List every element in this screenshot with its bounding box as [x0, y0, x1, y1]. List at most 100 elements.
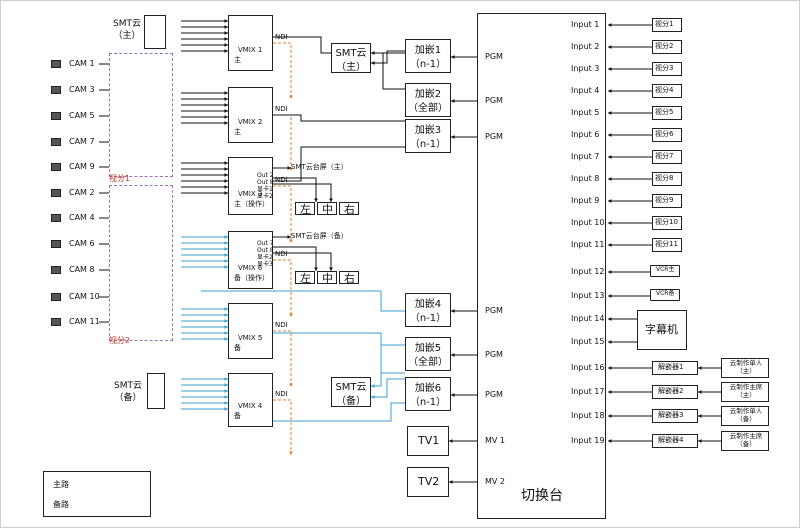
smt-cloud-backup-box [331, 377, 371, 407]
vmix-in-arrow [224, 161, 228, 165]
vmix-in-arrow [224, 115, 228, 119]
vmix-embed [201, 290, 405, 312]
screen-link-arrow [329, 198, 333, 202]
decoder-box [652, 434, 698, 448]
vmix-out-label: Out 7 [257, 240, 274, 247]
screen-box [339, 202, 359, 215]
cloud-source-box [721, 406, 769, 426]
input-source-label: 视分10 [655, 218, 678, 226]
tv-box [407, 467, 449, 497]
input-label: Input 5 [571, 108, 600, 117]
input-source-label: 视分2 [655, 42, 674, 50]
mv-port-label: MV 1 [485, 436, 506, 445]
vmix-box [228, 15, 273, 71]
camera-icon [51, 86, 61, 94]
input-arrow-arrow [608, 390, 612, 394]
group1-label: 视分1 [109, 174, 131, 183]
smt-cloud-top-label: SMT云（主） [113, 19, 141, 41]
screen-link [273, 252, 332, 271]
input-arrow-arrow [608, 199, 612, 203]
legend-backup-label: 备路 [53, 500, 69, 509]
group1-box [109, 53, 173, 177]
screen-title: SMT云台屏（主） [291, 163, 348, 171]
screen-box [339, 271, 359, 284]
input-label: Input 7 [571, 152, 600, 161]
camera-icon [51, 138, 61, 146]
screen-link [273, 246, 317, 271]
screen-link-arrow [329, 267, 333, 271]
screen-link-arrow [287, 166, 291, 170]
vmix-in-arrow [224, 241, 228, 245]
camera-icon [51, 214, 61, 222]
vmix-role: 主 [234, 56, 241, 64]
decoder-label: 解嵌器1 [658, 363, 684, 371]
pgm-port-label: PGM [485, 132, 503, 141]
camera-icon [51, 189, 61, 197]
vmix-out-label: 显卡2 [257, 254, 273, 261]
decoder-label: 解嵌器2 [658, 387, 684, 395]
embedder-label: 加嵌3（n-1） [409, 125, 447, 150]
mv-arrow-arrow [449, 439, 453, 443]
ndi-line-arrow [289, 383, 293, 387]
embedder-label: 加嵌4（n-1） [409, 299, 447, 324]
vmix-in-arrow [224, 185, 228, 189]
vmix-in-arrow [224, 337, 228, 341]
pgm-port-label: PGM [485, 96, 503, 105]
input-label: Input 1 [571, 20, 600, 29]
screen-label: 左 [300, 203, 311, 216]
input-label: Input 12 [571, 267, 605, 276]
input-arrow-arrow [608, 111, 612, 115]
input-arrow-arrow [608, 67, 612, 71]
vmix-in-arrow [224, 25, 228, 29]
screen-box [295, 271, 315, 284]
legend-main-label: 主路 [53, 480, 69, 489]
vmix-in-arrow [224, 401, 228, 405]
screen-link-arrow [287, 235, 291, 239]
input-arrow-arrow [608, 414, 612, 418]
switcher-box [477, 13, 606, 519]
vmix-in-arrow [224, 389, 228, 393]
smt-backup-link [371, 344, 405, 387]
smt-cloud-main-label: SMT云（主） [335, 48, 367, 73]
cloud-arrow-arrow [698, 390, 702, 394]
screen-label: 中 [322, 272, 333, 285]
vmix-in-arrow [224, 331, 228, 335]
screen-label: 右 [344, 203, 355, 216]
ndi-line [273, 185, 292, 243]
screen-box [317, 202, 337, 215]
subtitle-machine-box [637, 310, 687, 350]
vmix-name: VMIX 6 [238, 264, 263, 272]
vmix-embed [273, 114, 405, 122]
pgm-port-label: PGM [485, 390, 503, 399]
pgm-port-label: PGM [485, 306, 503, 315]
vmix-name: VMIX 2 [238, 118, 263, 126]
decoder-box [652, 385, 698, 399]
input-source-box [652, 150, 682, 164]
input-arrow-arrow [608, 45, 612, 49]
vmix-box [228, 373, 273, 427]
cloud-source-box [721, 431, 769, 451]
vmix-in-arrow [224, 383, 228, 387]
vmix-name: VMIX 5 [238, 334, 263, 342]
vcr-monitor-icon [650, 289, 680, 301]
mv-port-label: MV 2 [485, 477, 506, 486]
pgm-port-label: PGM [485, 52, 503, 61]
cam-label: CAM 5 [69, 111, 95, 120]
tv-label: TV1 [418, 434, 440, 447]
vmix-in-arrow [224, 179, 228, 183]
input-label: Input 16 [571, 363, 605, 372]
camera-icon [51, 112, 61, 120]
cloud-source-label: 云制作主席（备） [729, 432, 763, 448]
pgm-arrow-arrow [451, 353, 455, 357]
cam-label: CAM 4 [69, 213, 95, 222]
vmix-in-arrow [224, 103, 228, 107]
vmix-in-arrow [224, 43, 228, 47]
camera-icon [51, 60, 61, 68]
vcr-label: VCR备 [656, 290, 675, 297]
vmix-embed [273, 402, 405, 422]
embedder-label: 加嵌6（n-1） [409, 383, 447, 408]
ndi-line [273, 330, 292, 387]
screen-link [273, 183, 332, 202]
input-source-box [652, 62, 682, 76]
pgm-arrow-arrow [451, 135, 455, 139]
